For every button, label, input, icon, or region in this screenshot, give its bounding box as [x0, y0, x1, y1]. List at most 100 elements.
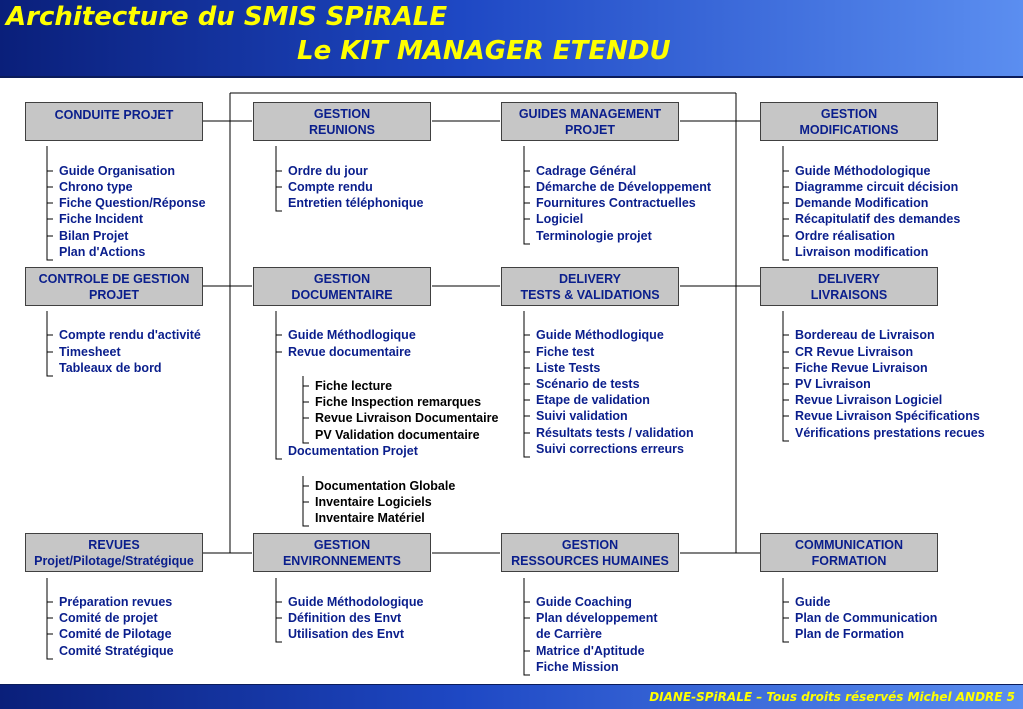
list-item: Fournitures Contractuelles: [536, 196, 696, 210]
sub-list-item: Fiche lecture: [315, 379, 393, 393]
list-item: Suivi validation: [536, 409, 628, 423]
list-item: Plan d'Actions: [59, 245, 146, 259]
list-item: Revue Livraison Spécifications: [795, 409, 980, 423]
list-item: Guide Méthodlogique: [536, 328, 664, 342]
list-item: Compte rendu d'activité: [59, 328, 201, 342]
box-label: DOCUMENTAIRE: [291, 287, 393, 302]
box-label: FORMATION: [811, 553, 887, 568]
box-ressources-humaines: GESTION RESSOURCES HUMAINES: [501, 533, 679, 572]
list-item: Fiche Incident: [59, 212, 144, 226]
title-line-2: Le KIT MANAGER ETENDU: [297, 36, 671, 66]
list-item: Guide Organisation: [59, 164, 175, 178]
list-item: Comité de projet: [59, 611, 158, 625]
box-label: DELIVERY: [817, 271, 881, 286]
list-item: Fiche Revue Livraison: [795, 361, 928, 375]
list-item: Liste Tests: [536, 361, 601, 375]
box-delivery-livraisons: DELIVERY LIVRAISONS: [760, 267, 938, 306]
box-gestion-modifications: GESTION MODIFICATIONS: [760, 102, 938, 141]
list-item: Bordereau de Livraison: [795, 328, 935, 342]
box-label: LIVRAISONS: [810, 287, 888, 302]
list-item: Scénario de tests: [536, 377, 640, 391]
box-label: MODIFICATIONS: [799, 122, 899, 137]
box-label: GESTION: [313, 271, 371, 286]
list-item: Définition des Envt: [288, 611, 402, 625]
list-item: Chrono type: [59, 180, 133, 194]
box-label: GESTION: [561, 537, 619, 552]
sub-list-item: PV Validation documentaire: [315, 428, 480, 442]
box-label: REUNIONS: [309, 122, 375, 137]
box-label: COMMUNICATION: [794, 537, 904, 552]
list-item: Vérifications prestations recues: [795, 426, 985, 440]
list-item: Revue Livraison Logiciel: [795, 393, 943, 407]
list-item: Guide Méthodologique: [288, 595, 424, 609]
box-label: RESSOURCES HUMAINES: [511, 553, 669, 568]
box-label: GUIDES MANAGEMENT: [518, 106, 662, 121]
list-item: Logiciel: [536, 212, 584, 226]
box-controle-gestion: CONTROLE DE GESTION PROJET: [25, 267, 203, 306]
sub-list-item: Revue Livraison Documentaire: [315, 411, 499, 425]
box-label: REVUES: [88, 537, 140, 552]
box-label: CONDUITE PROJET: [54, 108, 174, 122]
list-item: Terminologie projet: [536, 229, 652, 243]
title-banner: Architecture du SMIS SPiRALE Le KIT MANA…: [0, 0, 1023, 78]
list-item: Plan de Communication: [795, 611, 938, 625]
sub-list-item: Fiche Inspection remarques: [315, 395, 482, 409]
box-label: DELIVERY: [558, 271, 622, 286]
box-label: GESTION: [313, 537, 371, 552]
sub-list-item: Inventaire Logiciels: [315, 495, 432, 509]
list-item: Diagramme circuit décision: [795, 180, 959, 194]
list-item: CR Revue Livraison: [795, 345, 914, 359]
box-gestion-documentaire: GESTION DOCUMENTAIRE: [253, 267, 431, 306]
sub-list-item: Documentation Globale: [315, 479, 456, 493]
list-item: Préparation revues: [59, 595, 173, 609]
list-item: Suivi corrections erreurs: [536, 442, 684, 456]
footer-bar: DIANE-SPiRALE – Tous droits réservés Mic…: [0, 684, 1023, 709]
list-item: Livraison modification: [795, 245, 929, 259]
sub-list-item: Inventaire Matériel: [315, 511, 425, 525]
list-item: PV Livraison: [795, 377, 871, 391]
box-communication-formation: COMMUNICATION FORMATION: [760, 533, 938, 572]
list-item: Guide: [795, 595, 831, 609]
box-gestion-environnements: GESTION ENVIRONNEMENTS: [253, 533, 431, 572]
list-item: Ordre réalisation: [795, 229, 896, 243]
box-revues: REVUES Projet/Pilotage/Stratégique: [25, 533, 203, 572]
list-item: Compte rendu: [288, 180, 373, 194]
box-label: PROJET: [564, 122, 615, 137]
list-item: Ordre du jour: [288, 164, 368, 178]
list-item: Etape de validation: [536, 393, 650, 407]
list-item: Documentation Projet: [288, 444, 418, 458]
list-item: Comité Stratégique: [59, 644, 174, 658]
list-item: Utilisation des Envt: [288, 627, 404, 641]
title-line-1: Architecture du SMIS SPiRALE: [6, 2, 448, 32]
list-item: Comité de Pilotage: [59, 627, 172, 641]
list-item: Cadrage Général: [536, 164, 637, 178]
list-item: Fiche test: [536, 345, 595, 359]
list-item: Entretien téléphonique: [288, 196, 424, 210]
box-delivery-tests: DELIVERY TESTS & VALIDATIONS: [501, 267, 679, 306]
box-label: GESTION: [313, 106, 371, 121]
box-label: Projet/Pilotage/Stratégique: [34, 553, 194, 568]
box-label: TESTS & VALIDATIONS: [520, 287, 660, 302]
list-item: Fiche Question/Réponse: [59, 196, 206, 210]
box-guides-management: GUIDES MANAGEMENT PROJET: [501, 102, 679, 141]
list-item: Tableaux de bord: [59, 361, 162, 375]
box-gestion-reunions: GESTION REUNIONS: [253, 102, 431, 141]
box-label: CONTROLE DE GESTION: [38, 271, 190, 286]
list-item: Plan développement: [536, 611, 658, 625]
list-item: Plan de Formation: [795, 627, 905, 641]
list-item: Démarche de Développement: [536, 180, 712, 194]
list-item: Récapitulatif des demandes: [795, 212, 961, 226]
box-label: GESTION: [820, 106, 878, 121]
list-item: Résultats tests / validation: [536, 426, 694, 440]
list-item: Fiche Mission: [536, 660, 619, 674]
list-item: Timesheet: [59, 345, 121, 359]
list-item: Bilan Projet: [59, 229, 129, 243]
list-item: Guide Coaching: [536, 595, 632, 609]
list-item: Guide Méthodologique: [795, 164, 931, 178]
box-label: PROJET: [88, 287, 139, 302]
list-item: Matrice d'Aptitude: [536, 644, 645, 658]
footer-text: DIANE-SPiRALE – Tous droits réservés Mic…: [649, 690, 1015, 704]
list-item: de Carrière: [536, 627, 603, 641]
box-conduite-projet: CONDUITE PROJET: [25, 102, 203, 141]
